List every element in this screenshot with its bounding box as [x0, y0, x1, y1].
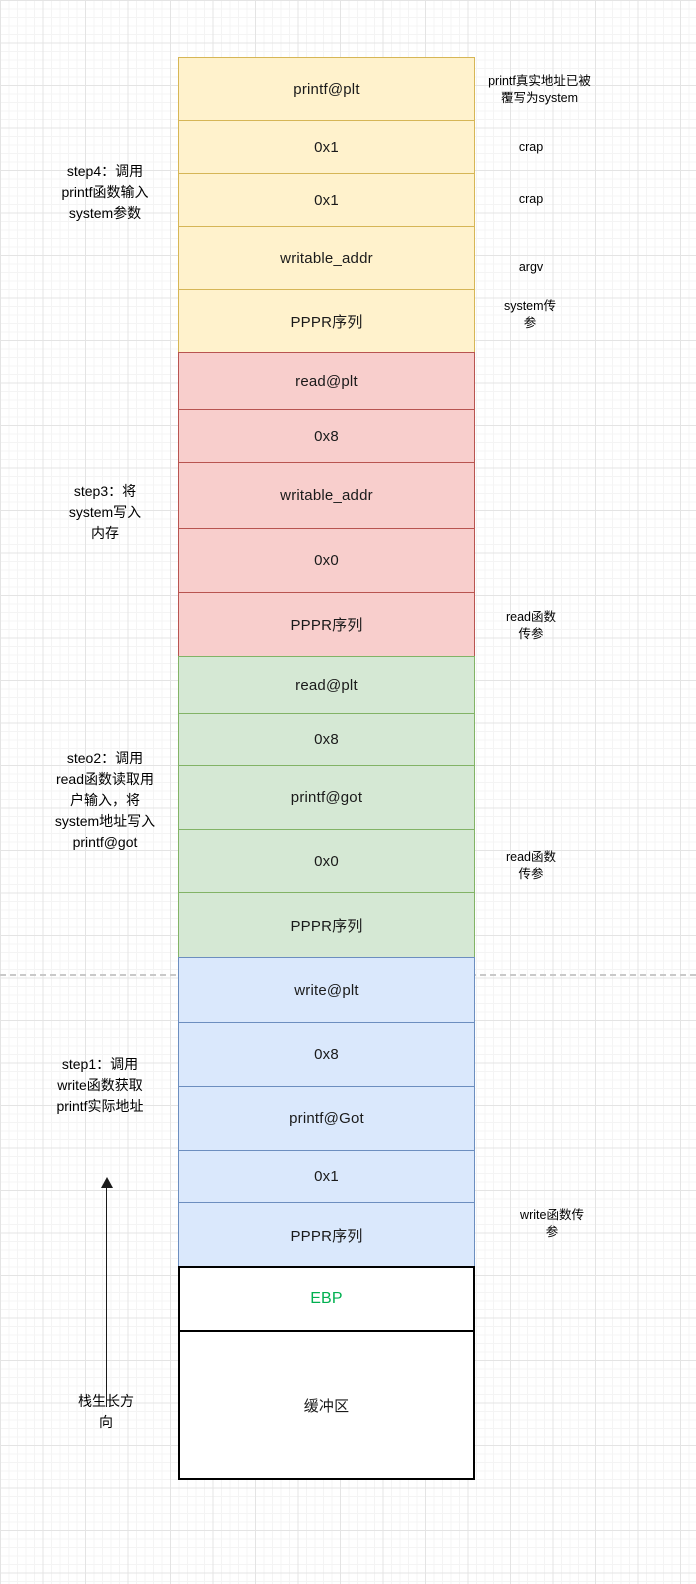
- stack-row: 0x0: [178, 829, 475, 893]
- stack-growth-arrow-head-icon: [101, 1177, 113, 1188]
- step3-label: step3：将 system写入 内存: [68, 483, 142, 541]
- stack-row: read@plt: [178, 656, 475, 714]
- note-read-args-1: read函数 传参: [505, 610, 557, 641]
- stack-row: 0x0: [178, 528, 475, 593]
- stack-row: PPPR序列: [178, 289, 475, 353]
- stack-row: PPPR序列: [178, 1202, 475, 1268]
- stack-row: 0x1: [178, 120, 475, 174]
- stack-column: printf@plt 0x1 0x1 writable_addr PPPR序列 …: [178, 57, 475, 1480]
- stack-row: writable_addr: [178, 226, 475, 290]
- note-system-arg: system传 参: [503, 299, 557, 330]
- stack-row: write@plt: [178, 957, 475, 1023]
- stack-row: 0x1: [178, 173, 475, 227]
- note-printf-overwritten: printf真实地址已被 覆写为system: [488, 74, 591, 105]
- stack-row: 0x1: [178, 1150, 475, 1203]
- stack-row: 0x8: [178, 1022, 475, 1087]
- stack-row: printf@plt: [178, 57, 475, 121]
- steo2-label: steo2：调用 read函数读取用 户输入，将 system地址写入 prin…: [54, 750, 156, 850]
- stack-row: writable_addr: [178, 462, 475, 529]
- note-crap-1: crap: [518, 140, 544, 154]
- note-crap-2: crap: [518, 192, 544, 206]
- note-argv: argv: [518, 260, 544, 274]
- stack-row: printf@got: [178, 765, 475, 830]
- stack-row: PPPR序列: [178, 592, 475, 657]
- stack-row: PPPR序列: [178, 892, 475, 958]
- step1-label: step1：调用 write函数获取 printf实际地址: [56, 1056, 144, 1114]
- stack-row-ebp: EBP: [178, 1266, 475, 1332]
- stack-growth-arrow-line: [106, 1186, 107, 1407]
- note-write-args: write函数传 参: [520, 1208, 584, 1239]
- step4-label: step4：调用 printf函数输入 system参数: [61, 163, 149, 221]
- stack-row: 0x8: [178, 713, 475, 766]
- stack-row-buffer: 缓冲区: [178, 1330, 475, 1480]
- stack-row: 0x8: [178, 409, 475, 463]
- stack-row: printf@Got: [178, 1086, 475, 1151]
- stack-row: read@plt: [178, 352, 475, 410]
- note-read-args-2: read函数 传参: [505, 850, 557, 881]
